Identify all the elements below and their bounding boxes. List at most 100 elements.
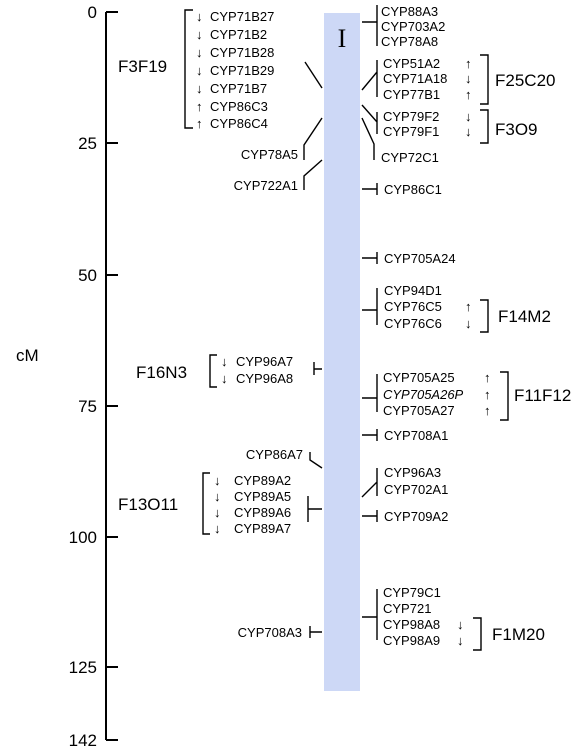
connector-f25c20 [361,60,378,97]
gene-list-f3f19: ↓ CYP71B27 ↓ CYP71B2 ↓ CYP71B28 ↓ CYP71B… [196,9,274,131]
gene-label: CYP71B28 [210,45,274,60]
connector-cluster-top [362,5,378,46]
gene-label: CYP89A5 [234,489,291,504]
connector-cyp72c1 [361,117,375,160]
gene-list-f25c20: CYP51A2 ↑ CYP71A18 ↓ CYP77B1 ↑ [383,56,472,102]
gene-label: CYP96A7 [236,354,293,369]
tick-label-0: 0 [88,3,97,22]
gene-arrow: ↓ [457,617,464,632]
gene-label: CYP89A6 [234,505,291,520]
gene-arrow: ↓ [214,505,221,520]
connector-f16n3 [313,362,322,375]
connector-cyp86a7 [309,452,323,469]
group-label-f3f19: F3F19 [118,57,167,76]
gene-arrow: ↑ [484,370,491,385]
gene-arrow: ↓ [465,109,472,124]
gene-label: CYP71B27 [210,9,274,24]
gene-arrow: ↓ [465,316,472,331]
connector-f11f12 [362,374,378,412]
bracket-f25c20 [480,54,489,105]
gene-arrow: ↑ [196,99,203,114]
gene-label: CYP71A18 [383,71,447,86]
gene-label: CYP86C3 [210,99,268,114]
group-label-f11f12: F11F12 [514,386,571,405]
bracket-f1m20 [473,617,482,651]
connector-cyp96a3 [361,468,378,498]
gene-label-cyp86a7: CYP86A7 [246,447,303,462]
gene-list-f13o11: ↓ CYP89A2 ↓ CYP89A5 ↓ CYP89A6 ↓ CYP89A7 [214,473,291,536]
tick-label-125: 125 [69,658,97,677]
connector-cyp705a24 [362,252,378,264]
gene-arrow: ↑ [465,56,472,71]
gene-arrow: ↑ [465,87,472,102]
gene-label: CYP51A2 [383,56,440,71]
gene-label: CYP702A1 [384,482,448,497]
gene-arrow: ↓ [196,63,203,78]
gene-label: CYP98A9 [383,633,440,648]
connector-cyp709a2 [362,510,378,522]
bracket-f13o11 [202,472,210,535]
bracket-f3o9 [480,109,489,144]
gene-label-cyp86c1: CYP86C1 [384,182,442,197]
gene-arrow: ↓ [465,71,472,86]
gene-label-cyp72c1: CYP72C1 [381,150,439,165]
connector-f3f19 [304,61,323,89]
gene-label: CYP96A3 [384,465,441,480]
bracket-f16n3 [209,354,217,388]
bracket-f3f19 [184,9,193,129]
group-label-f13o11: F13O11 [118,495,178,514]
connector-cyp708a3 [309,626,322,638]
bracket-f11f12 [500,371,509,421]
connector-f3o9 [361,104,378,134]
gene-label: CYP76C5 [384,299,442,314]
gene-label: CYP76C6 [384,316,442,331]
connector-cyp708a1 [362,429,378,441]
tick-label-75: 75 [78,397,97,416]
gene-arrow: ↑ [484,403,491,418]
group-label-f1m20: F1M20 [492,625,545,644]
gene-list-f1m20: CYP79C1 CYP721 CYP98A8 ↓ CYP98A9 ↓ [383,585,464,648]
gene-label: CYP96A8 [236,371,293,386]
gene-label: CYP705A26P [383,387,464,402]
gene-label: CYP705A27 [383,403,455,418]
gene-arrow: ↓ [221,371,228,386]
gene-arrow: ↑ [465,299,472,314]
gene-label: CYP705A25 [383,370,455,385]
gene-label: CYP721 [383,601,431,616]
gene-list-f16n3: ↓ CYP96A7 ↓ CYP96A8 [221,354,293,386]
gene-label: CYP94D1 [384,283,442,298]
chromosome-bar [324,13,360,691]
gene-label-cyp78a5: CYP78A5 [241,147,298,162]
gene-label: CYP703A2 [381,19,445,34]
tick-label-142: 142 [69,731,97,750]
gene-list-f14m2: CYP94D1 CYP76C5 ↑ CYP76C6 ↓ [384,283,472,331]
connector-f14m2 [362,288,378,325]
axis-unit-label: cM [16,346,39,365]
gene-list-f3o9: CYP79F2 ↓ CYP79F1 ↓ [383,109,472,139]
connector-f1m20 [362,589,378,640]
gene-arrow: ↓ [214,521,221,536]
gene-label: CYP77B1 [383,87,440,102]
gene-label: CYP89A2 [234,473,291,488]
gene-arrow: ↓ [214,473,221,488]
gene-arrow: ↓ [457,633,464,648]
bracket-f14m2 [480,299,489,333]
connector-cyp722a1 [303,159,323,190]
gene-arrow: ↓ [221,354,228,369]
gene-label: CYP71B29 [210,63,274,78]
group-label-f16n3: F16N3 [136,363,187,382]
gene-label: CYP79F1 [383,124,439,139]
group-label-f3o9: F3O9 [495,120,538,139]
connector-f13o11 [307,496,322,522]
gene-list-f11f12: CYP705A25 ↑ CYP705A26P ↑ CYP705A27 ↑ [383,370,491,418]
gene-label: CYP98A8 [383,617,440,632]
tick-label-100: 100 [69,528,97,547]
gene-label: CYP86C4 [210,116,268,131]
gene-label-cyp708a1: CYP708A1 [384,428,448,443]
gene-label: CYP88A3 [381,4,438,19]
group-label-f25c20: F25C20 [495,71,555,90]
gene-arrow: ↓ [214,489,221,504]
gene-arrow: ↓ [196,27,203,42]
